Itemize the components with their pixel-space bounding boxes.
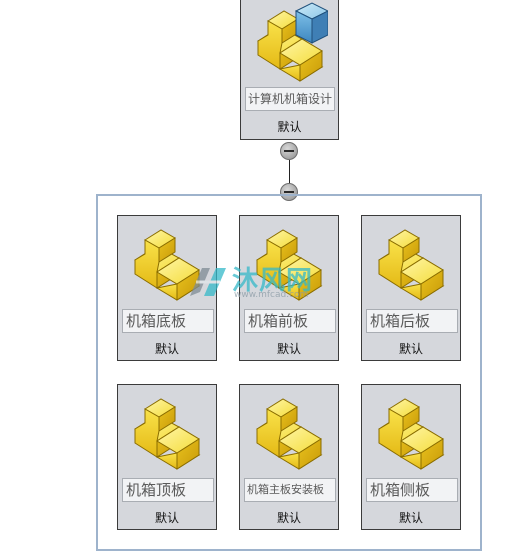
part-icon [256,229,322,301]
part-name: 机箱主板安装板 [244,478,336,502]
part-card-1[interactable]: 机箱前板 默认 [239,215,339,361]
collapse-knob-icon[interactable] [280,142,298,160]
part-config: 默认 [398,511,423,525]
assembly-icon [257,2,328,82]
part-name: 机箱后板 [366,309,458,333]
part-config: 默认 [154,511,179,525]
assembly-card[interactable]: 计算机机箱设计 默认 [240,0,339,140]
part-icon [134,398,200,470]
tree-connector [289,160,290,184]
part-config: 默认 [154,342,179,356]
part-card-5[interactable]: 机箱侧板 默认 [361,384,461,530]
part-config: 默认 [398,342,423,356]
part-name: 机箱底板 [122,309,214,333]
subassembly-group [96,194,482,551]
part-name: 机箱顶板 [122,478,214,502]
assembly-config: 默认 [277,120,302,134]
part-name: 机箱前板 [244,309,336,333]
part-icon [134,229,200,301]
part-icon [256,398,322,470]
part-card-0[interactable]: 机箱底板 默认 [117,215,217,361]
part-config: 默认 [276,342,301,356]
assembly-name: 计算机机箱设计 [245,87,335,111]
part-icon [378,398,444,470]
part-icon [378,229,444,301]
part-name: 机箱侧板 [366,478,458,502]
part-card-3[interactable]: 机箱顶板 默认 [117,384,217,530]
collapse-knob-icon[interactable] [280,183,298,201]
part-card-4[interactable]: 机箱主板安装板 默认 [239,384,339,530]
part-card-2[interactable]: 机箱后板 默认 [361,215,461,361]
part-config: 默认 [276,511,301,525]
